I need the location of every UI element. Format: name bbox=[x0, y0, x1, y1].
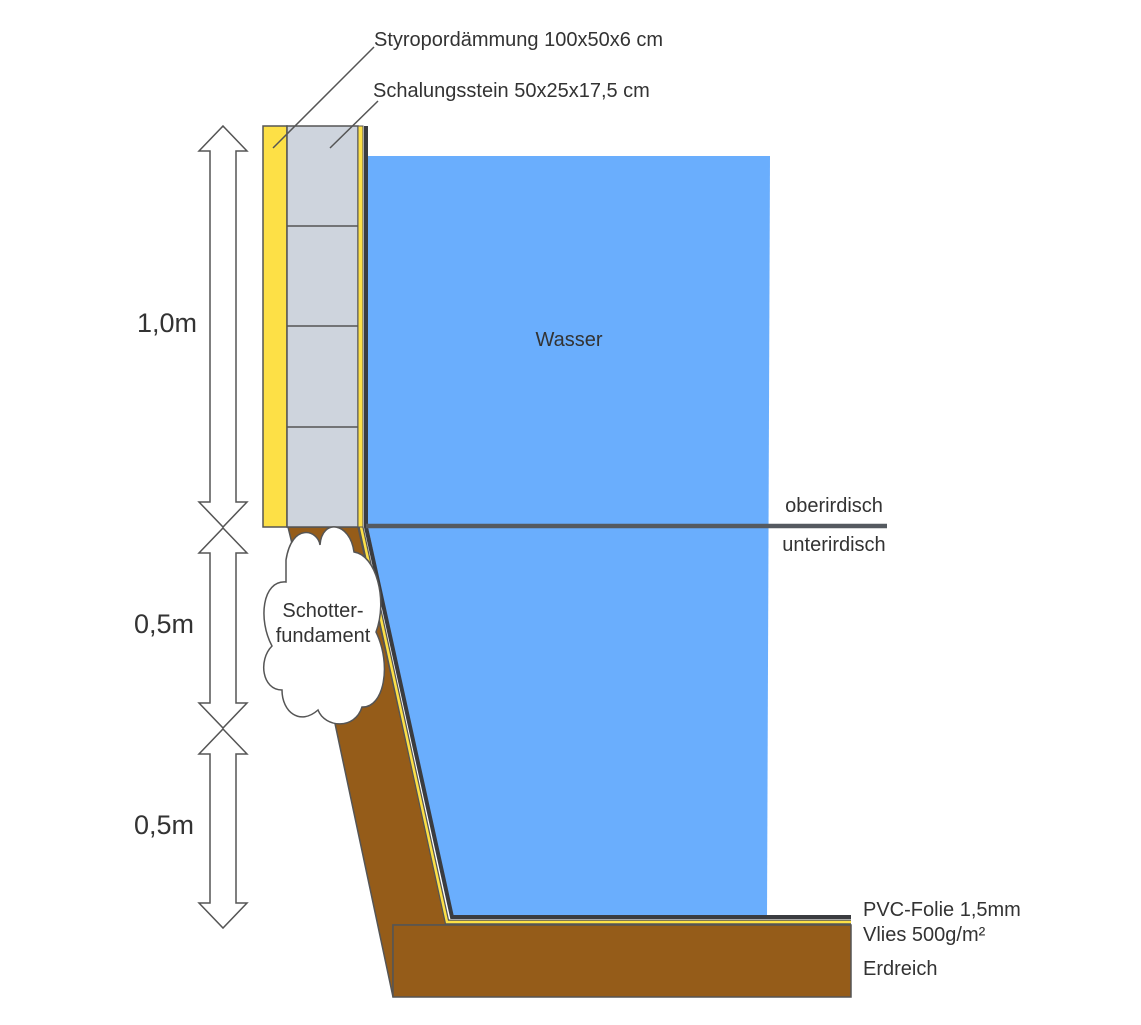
below-ground-label: unterirdisch bbox=[782, 534, 885, 556]
pvc-liner bbox=[364, 126, 851, 919]
gravel-foundation-cloud bbox=[263, 526, 386, 725]
fleece-wall-strip bbox=[357, 125, 364, 528]
styrofoam-insulation bbox=[262, 125, 288, 528]
gravel-foundation-label-line2: fundament bbox=[276, 625, 371, 647]
dimension-label-top: 1,0m bbox=[137, 308, 197, 338]
styrofoam-label: Styropordämmung 100x50x6 cm bbox=[374, 29, 663, 51]
above-ground-label: oberirdisch bbox=[785, 495, 883, 517]
styrofoam-leader-line bbox=[272, 46, 375, 149]
dimension-arrow-middle bbox=[197, 526, 249, 730]
block-leader-line bbox=[329, 100, 379, 149]
dimension-label-middle: 0,5m bbox=[134, 609, 194, 639]
dimension-label-bottom: 0,5m bbox=[134, 810, 194, 840]
water-label: Wasser bbox=[535, 329, 602, 351]
dimension-arrow-top bbox=[197, 124, 249, 529]
water-body bbox=[368, 156, 770, 918]
gravel-foundation-label-line1: Schotter- bbox=[282, 600, 363, 622]
soil-label: Erdreich bbox=[863, 958, 937, 980]
pvc-liner-label: PVC-Folie 1,5mm bbox=[863, 899, 1021, 921]
fleece-label: Vlies 500g/m² bbox=[863, 924, 986, 946]
fleece-layer bbox=[358, 526, 851, 925]
formwork-block-label: Schalungsstein 50x25x17,5 cm bbox=[373, 80, 650, 102]
dimension-arrow-bottom bbox=[197, 727, 249, 930]
formwork-blocks bbox=[286, 125, 359, 528]
